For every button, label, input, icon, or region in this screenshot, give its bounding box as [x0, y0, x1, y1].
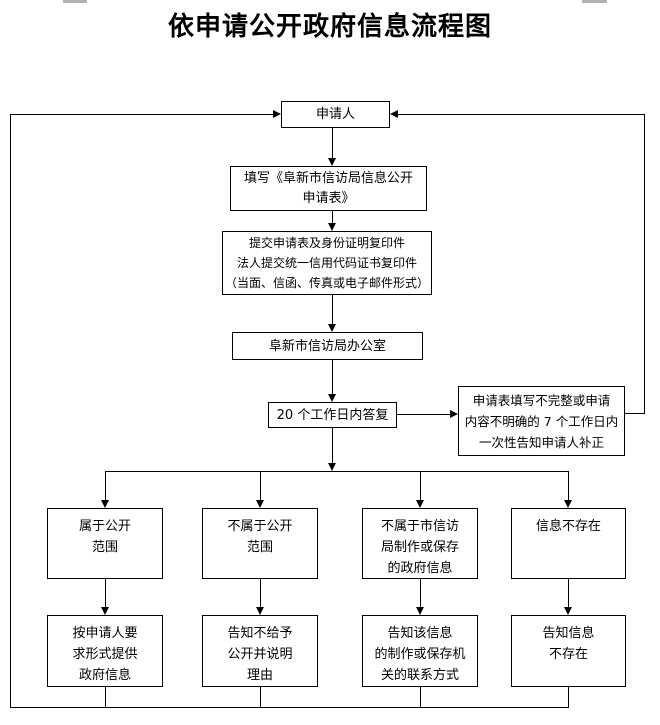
arrow-down [564, 607, 572, 615]
node-label: 信息不存在 [535, 519, 601, 534]
node-label: 提交申请表及身份证明复印件 [248, 236, 405, 250]
stub-action2 [260, 687, 261, 708]
node-label: （当面、信函、传真或电子邮件形式） [224, 276, 429, 290]
connector-outcome4-action4 [568, 579, 569, 608]
node-label: 范围 [246, 540, 273, 555]
node-label: 不存在 [548, 647, 588, 662]
connector-branch-col3 [420, 471, 421, 501]
arrow-down [328, 463, 336, 471]
arrow-left [390, 110, 398, 118]
node-label: 不属于公开 [227, 519, 293, 534]
node-label: 政府信息 [78, 668, 131, 683]
node-action-provide-info: 按申请人要 求形式提供 政府信息 [47, 615, 163, 687]
arrow-down [328, 394, 336, 402]
node-label: 申请表填写不完整或申请 [472, 392, 611, 408]
stub-action1 [105, 687, 106, 708]
node-label: 20 个工作日内答复 [276, 407, 389, 423]
node-action-tell-contact-info: 告知该信息 的制作或保存机 关的联系方式 [362, 615, 478, 687]
node-outcome-not-public-scope: 不属于公开 范围 [202, 508, 318, 579]
node-label: 告知信息 [542, 626, 595, 641]
connector-branch-col2 [260, 471, 261, 501]
node-label: 告知不给予 [227, 626, 293, 641]
connector-submit-to-office [332, 295, 333, 325]
arrow-down [256, 607, 264, 615]
node-label: 按申请人要 [72, 626, 138, 641]
node-label: 申请人 [315, 107, 355, 122]
arrow-down [328, 158, 336, 166]
node-label: 申请表》 [302, 190, 355, 206]
connector-branch-col1 [105, 471, 106, 501]
connector-applicant-to-fillform [332, 128, 333, 159]
arrow-down [328, 324, 336, 332]
arrow-down [256, 500, 264, 508]
node-applicant: 申请人 [281, 101, 390, 128]
node-label: 求形式提供 [72, 647, 138, 662]
node-label: 关的联系方式 [380, 668, 459, 683]
node-label: 填写《阜新市信访局信息公开 [243, 170, 413, 186]
node-label: 一次性告知申请人补正 [478, 434, 604, 450]
node-outcome-info-not-exist: 信息不存在 [511, 508, 626, 579]
node-action-refuse-with-reason: 告知不给予 公开并说明 理由 [202, 615, 318, 687]
node-label: 告知该信息 [387, 626, 453, 641]
node-reply-20-days: 20 个工作日内答复 [268, 402, 397, 428]
node-label: 范围 [91, 540, 118, 555]
page-fragment-left [63, 0, 87, 3]
arrow-down [416, 500, 424, 508]
arrow-down [101, 607, 109, 615]
node-supplement-notice: 申请表填写不完整或申请 内容不明确的 7 个工作日内 一次性告知申请人补正 [458, 386, 625, 456]
supplement-right-stub [625, 413, 645, 414]
node-submit-materials: 提交申请表及身份证明复印件 法人提交统一信用代码证书复印件 （当面、信函、传真或… [222, 231, 432, 295]
stub-action4 [568, 687, 569, 708]
node-office: 阜新市信访局办公室 [232, 332, 423, 360]
feedback-right-top-line [398, 114, 645, 115]
connector-reply-to-branch [332, 428, 333, 464]
node-label: 内容不明确的 7 个工作日内 [464, 413, 619, 429]
feedback-into-applicant-line [10, 114, 274, 115]
node-label: 理由 [246, 668, 273, 683]
node-label: 法人提交统一信用代码证书复印件 [236, 256, 417, 270]
branch-distribution-line [105, 471, 569, 472]
connector-fillform-to-submit [332, 211, 333, 224]
node-action-tell-not-exist: 告知信息 不存在 [511, 615, 626, 687]
arrow-right [273, 110, 281, 118]
node-fill-form: 填写《阜新市信访局信息公开 申请表》 [230, 166, 427, 211]
connector-outcome3-action3 [420, 579, 421, 608]
node-label: 的政府信息 [387, 561, 453, 576]
arrow-right [450, 410, 458, 418]
arrow-down [564, 500, 572, 508]
connector-reply-to-supplement [397, 414, 451, 415]
page-title: 依申请公开政府信息流程图 [167, 12, 492, 42]
connector-branch-col4 [568, 471, 569, 501]
node-label: 的制作或保存机 [374, 647, 466, 662]
feedback-left-line [10, 114, 11, 708]
page-fragment-right [582, 0, 607, 3]
node-label: 公开并说明 [227, 647, 293, 662]
feedback-right-line [644, 114, 645, 414]
connector-outcome2-action2 [260, 579, 261, 608]
node-label: 不属于市信访 [380, 519, 459, 534]
node-label: 局制作或保存 [380, 540, 459, 555]
arrow-down [416, 607, 424, 615]
node-outcome-not-made-by-bureau: 不属于市信访 局制作或保存 的政府信息 [362, 508, 478, 579]
arrow-down [101, 500, 109, 508]
stub-action3 [420, 687, 421, 708]
connector-office-to-reply [332, 360, 333, 395]
node-label: 属于公开 [78, 519, 131, 534]
connector-outcome1-action1 [105, 579, 106, 608]
node-outcome-public-scope: 属于公开 范围 [47, 508, 163, 579]
arrow-down [328, 223, 336, 231]
feedback-bottom-line [10, 707, 569, 708]
node-label: 阜新市信访局办公室 [268, 338, 386, 354]
